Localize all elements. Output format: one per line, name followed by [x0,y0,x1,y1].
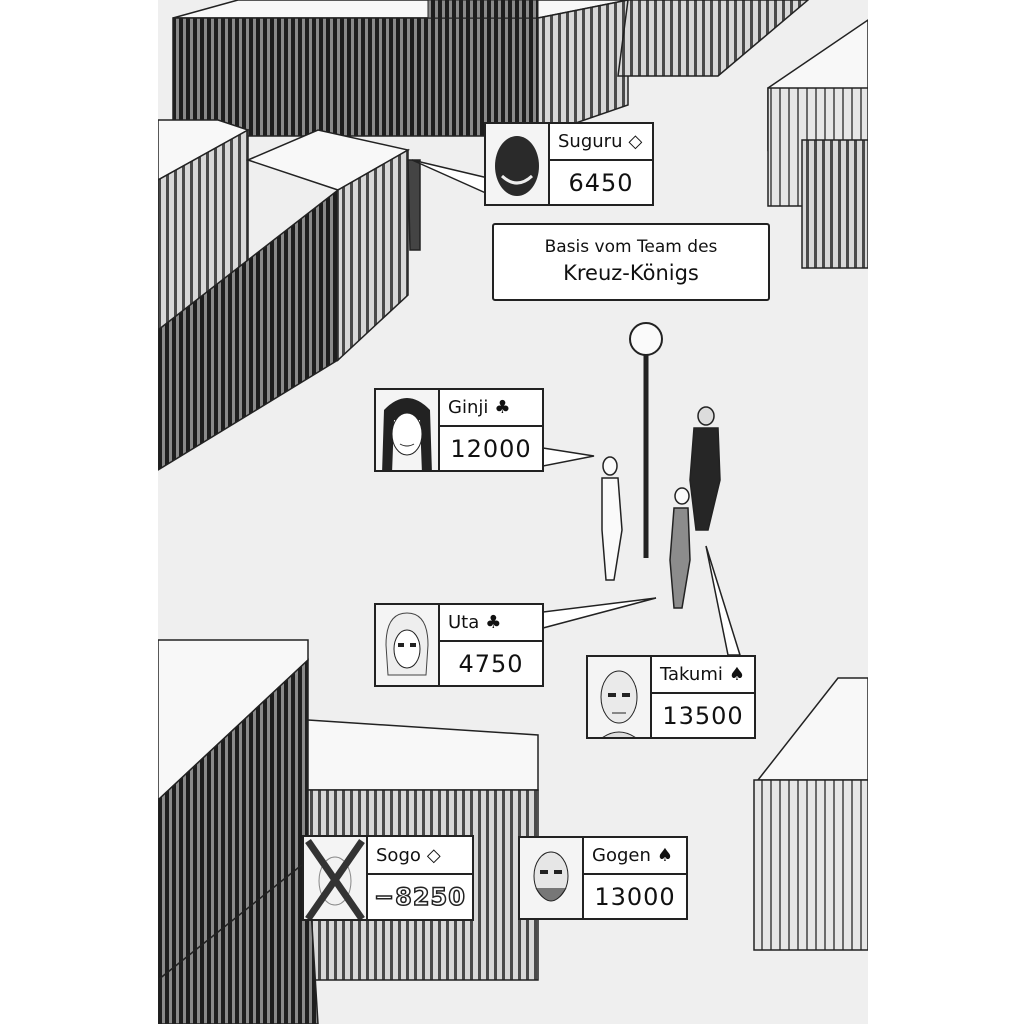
player-card-takumi: Takumi♠ 13500 [586,655,756,739]
pointer-lines [411,159,742,656]
ginji-name: Ginji [448,397,489,419]
container-left-upper [158,119,411,471]
spade-suit-icon: ♠ [728,664,745,686]
container-top-right-back [617,0,810,77]
container-top-center [172,0,629,138]
takumi-portrait [588,657,652,737]
figure-group [407,159,721,609]
container-yard-scene [158,0,868,1024]
ginji-score: 12000 [450,434,532,463]
uta-score: 4750 [458,649,524,678]
ginji-name-row: Ginji♣ [440,390,542,428]
player-card-gogen: Gogen♠ 13000 [518,836,688,920]
player-card-sogo: Sogo◇ −8250 [302,835,474,921]
player-card-suguru: Suguru◇ 6450 [484,122,654,206]
diamond-suit-icon: ◇ [628,131,643,153]
sogo-name-row: Sogo◇ [368,837,472,876]
suguru-score: 6450 [568,168,634,197]
gogen-name-row: Gogen♠ [584,838,686,876]
takumi-name: Takumi [660,664,723,686]
player-card-ginji: Ginji♣ 12000 [374,388,544,472]
gogen-score: 13000 [594,882,676,911]
suguru-name: Suguru [558,131,623,153]
player-card-uta: Uta♣ 4750 [374,603,544,687]
container-bottom-right [753,677,868,951]
gogen-portrait [520,838,584,918]
uta-portrait [376,605,440,685]
team-base-label-line2: Kreuz-Königs [563,261,699,285]
sogo-name: Sogo [376,844,421,866]
uta-name: Uta [448,612,480,634]
sogo-portrait [304,837,368,919]
spade-suit-icon: ♠ [656,845,674,867]
ginji-portrait [376,390,440,470]
container-right-upper [767,19,868,269]
lamp-post [629,322,663,558]
takumi-score: 13500 [662,701,744,730]
sogo-score: −8250 [373,882,466,912]
club-suit-icon: ♣ [485,612,502,634]
team-base-label: Basis vom Team des Kreuz-Königs [492,223,770,301]
suguru-name-row: Suguru◇ [550,124,652,162]
club-suit-icon: ♣ [494,397,511,419]
team-base-label-line1: Basis vom Team des [544,237,718,257]
gogen-name: Gogen [592,845,651,867]
takumi-name-row: Takumi♠ [652,657,754,695]
suguru-portrait [486,124,550,204]
diamond-suit-icon: ◇ [426,844,441,866]
uta-name-row: Uta♣ [440,605,542,643]
